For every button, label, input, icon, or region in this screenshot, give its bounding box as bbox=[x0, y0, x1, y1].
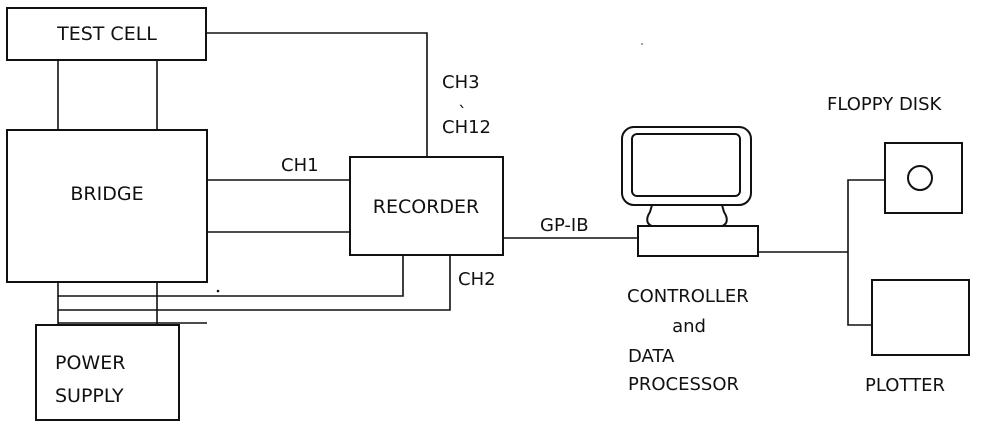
test-cell-label: TEST CELL bbox=[56, 23, 157, 45]
monitor-stand bbox=[647, 205, 727, 226]
bridge-box bbox=[7, 130, 207, 282]
stray-dot bbox=[217, 290, 220, 293]
controller-label-line3: DATA bbox=[628, 346, 675, 367]
plotter-label: PLOTTER bbox=[865, 375, 945, 396]
ch-range-mark: ˎ bbox=[458, 88, 467, 109]
controller-label-line1: CONTROLLER bbox=[627, 286, 749, 307]
recorder-block: RECORDER bbox=[350, 157, 503, 255]
controller-label-line4: PROCESSOR bbox=[628, 374, 739, 395]
processor-unit bbox=[638, 226, 758, 256]
power-supply-block: POWER SUPPLY bbox=[36, 325, 179, 420]
gpib-label: GP-IB bbox=[540, 215, 589, 236]
ch1-label: CH1 bbox=[281, 155, 319, 176]
controller-label-line2: and bbox=[672, 316, 706, 337]
floppy-disk-icon bbox=[908, 166, 932, 190]
controller-computer-icon bbox=[622, 127, 758, 256]
floppy-disk-label: FLOPPY DISK bbox=[827, 94, 943, 115]
test-cell-block: TEST CELL bbox=[7, 8, 206, 60]
plotter-box bbox=[872, 280, 969, 355]
wire-testcell-recorder-ch3-ch12 bbox=[207, 33, 427, 157]
plotter-block bbox=[872, 280, 969, 355]
ch12-label: CH12 bbox=[442, 117, 491, 138]
monitor-screen bbox=[632, 134, 740, 196]
power-supply-label-line2: SUPPLY bbox=[55, 385, 124, 407]
bridge-label: BRIDGE bbox=[70, 183, 143, 205]
stray-dot-top bbox=[641, 43, 643, 45]
power-supply-label-line1: POWER bbox=[55, 352, 125, 374]
recorder-label: RECORDER bbox=[373, 196, 479, 218]
floppy-disk-block bbox=[885, 143, 962, 213]
ch2-label: CH2 bbox=[458, 269, 496, 290]
bridge-block: BRIDGE bbox=[7, 130, 207, 282]
